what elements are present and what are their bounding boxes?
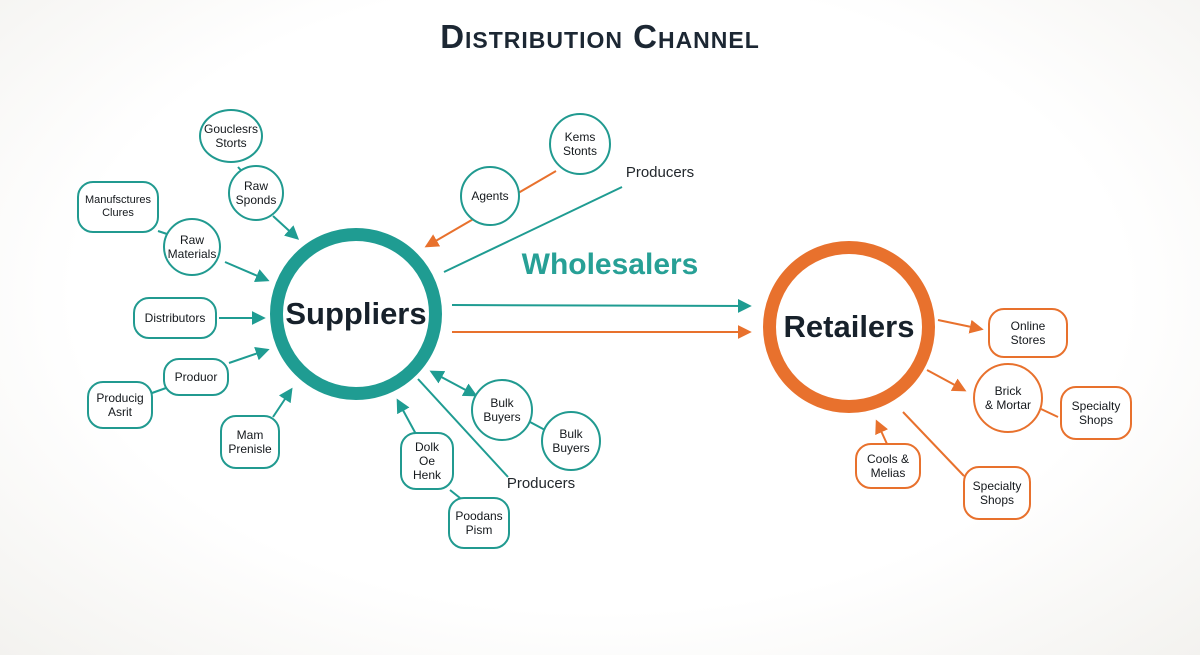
node-bulk-buyers-1: Bulk Buyers bbox=[471, 379, 533, 441]
page-title: Distribution Channel bbox=[440, 18, 760, 55]
node-raw-sponds: Raw Sponds bbox=[228, 165, 284, 221]
node-online-stores: Online Stores bbox=[988, 308, 1068, 358]
hub-suppliers: Suppliers bbox=[270, 228, 442, 400]
node-dolk-oe-henk: Dolk Oe Henk bbox=[400, 432, 454, 490]
node-specialty-shops-bottom: Specialty Shops bbox=[963, 466, 1031, 520]
node-poodans-pism: Poodans Pism bbox=[448, 497, 510, 549]
node-bulk-buyers-2: Bulk Buyers bbox=[541, 411, 601, 471]
node-brick-mortar: Brick & Mortar bbox=[973, 363, 1043, 433]
node-produor: Produor bbox=[163, 358, 229, 396]
producers-bottom-label: Producers bbox=[506, 475, 576, 492]
node-kems-stonts: Kems Stonts bbox=[549, 113, 611, 175]
hub-retailers: Retailers bbox=[763, 241, 935, 413]
node-cools-melias: Cools & Melias bbox=[855, 443, 921, 489]
node-specialty-shops-right: Specialty Shops bbox=[1060, 386, 1132, 440]
node-mam-prenisle: Mam Prenisle bbox=[220, 415, 280, 469]
node-gouclesrs-storts: Gouclesrs Storts bbox=[199, 109, 263, 163]
orange-connectors bbox=[424, 170, 1059, 477]
hub-retailers-label: Retailers bbox=[783, 309, 915, 344]
node-raw-materials: Raw Materials bbox=[163, 218, 221, 276]
wholesalers-label: Wholesalers bbox=[521, 248, 699, 281]
node-producig-asrit: Producig Asrit bbox=[87, 381, 153, 429]
node-manufsctures-clures: Manufsctures Clures bbox=[77, 181, 159, 233]
hub-suppliers-label: Suppliers bbox=[285, 296, 427, 331]
producers-top-label: Producers bbox=[625, 164, 695, 181]
node-distributors: Distributors bbox=[133, 297, 217, 339]
node-agents: Agents bbox=[460, 166, 520, 226]
